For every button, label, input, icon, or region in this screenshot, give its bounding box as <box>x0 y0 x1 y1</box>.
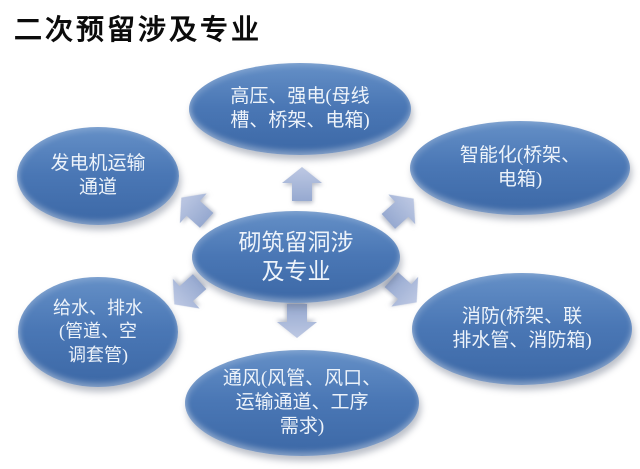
node-label: 发电机运输 通道 <box>50 152 146 198</box>
node-label: 智能化(桥架、 电箱) <box>459 144 581 190</box>
node-label: 砌筑留洞涉 及专业 <box>238 229 354 284</box>
node-label: 给水、排水 (管道、空 调套管) <box>53 298 143 365</box>
block-arrow-down-icon <box>277 304 317 338</box>
block-arrow-up-left-icon <box>168 183 220 235</box>
node-label: 通风(风管、风口、 运输通道、工序 需求) <box>222 367 382 438</box>
node-ellipse-intelligent-systems: 智能化(桥架、 电箱) <box>410 121 630 215</box>
node-label: 消防(桥架、联 排水管、消防箱) <box>452 305 592 351</box>
block-arrow-up-right-icon <box>375 184 427 236</box>
block-arrow-down-left-icon <box>161 267 213 319</box>
node-ellipse-generator-transport: 发电机运输 通道 <box>17 127 179 225</box>
node-ellipse-high-voltage: 高压、强电(母线 槽、桥架、电箱) <box>189 63 411 155</box>
block-arrow-down-right-icon <box>378 265 430 317</box>
page-title: 二次预留涉及专业 <box>14 15 263 46</box>
node-ellipse-fire-protection: 消防(桥架、联 排水管、消防箱) <box>412 273 632 385</box>
block-arrow-up-icon <box>282 167 322 201</box>
node-ellipse-ventilation: 通风(风管、风口、 运输通道、工序 需求) <box>185 350 419 456</box>
node-ellipse-water-supply-drainage: 给水、排水 (管道、空 调套管) <box>18 277 178 387</box>
node-label: 高压、强电(母线 槽、桥架、电箱) <box>230 85 370 131</box>
node-ellipse-center-masonry-openings: 砌筑留洞涉 及专业 <box>192 211 400 303</box>
